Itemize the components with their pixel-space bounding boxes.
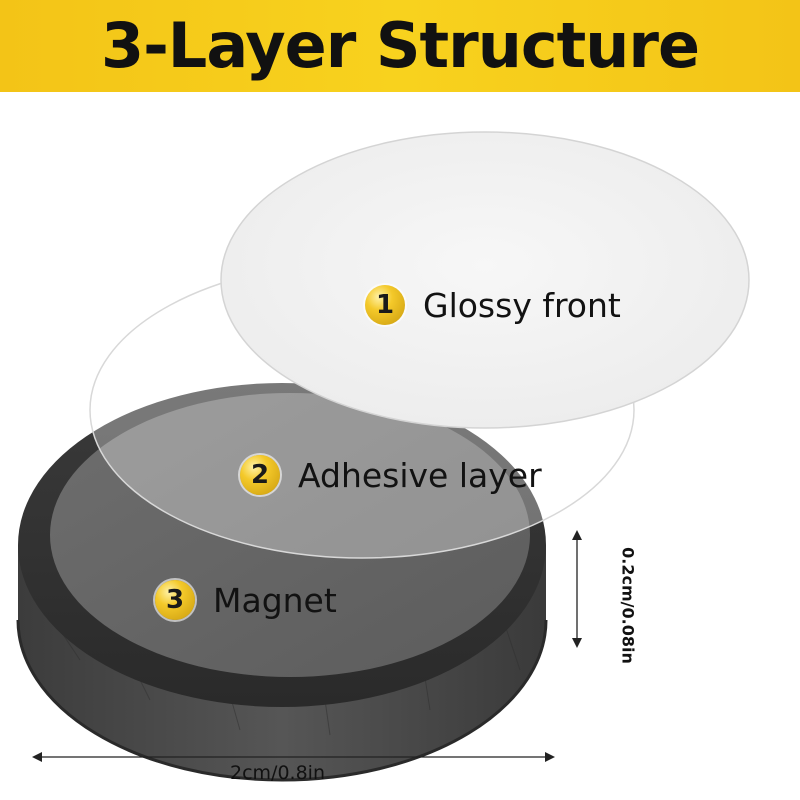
height-dimension-label: 0.2cm/0.08in <box>618 547 638 664</box>
callout-magnet: 3 Magnet <box>155 580 337 620</box>
number-badge: 1 <box>365 285 405 325</box>
layer-label-adhesive: Adhesive layer <box>298 455 542 495</box>
number-badge: 3 <box>155 580 195 620</box>
layer-label-glossy-front: Glossy front <box>423 285 621 325</box>
page-title: 3-Layer Structure <box>100 9 700 82</box>
height-dimension-arrow <box>572 530 582 648</box>
width-dimension-label: 2cm/0.8in <box>230 762 325 784</box>
layer-label-magnet: Magnet <box>213 580 337 620</box>
callout-adhesive-layer: 2 Adhesive layer <box>240 455 542 495</box>
title-banner: 3-Layer Structure <box>0 0 800 92</box>
callout-glossy-front: 1 Glossy front <box>365 285 621 325</box>
width-dimension-arrow <box>32 752 555 762</box>
glossy-front-layer <box>220 131 750 429</box>
number-badge: 2 <box>240 455 280 495</box>
